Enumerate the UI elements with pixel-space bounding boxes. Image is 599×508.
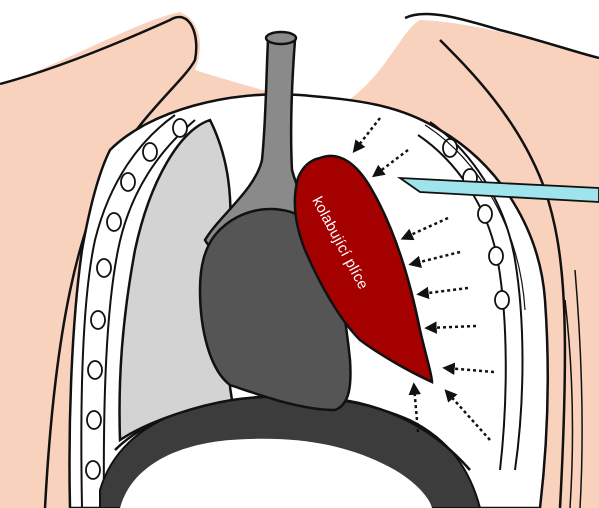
rib-oval [489,247,503,265]
rib-oval [478,205,492,223]
rib-oval [87,411,101,429]
rib-oval [97,259,111,277]
rib-oval [91,311,105,329]
rib-oval [143,143,157,161]
rib-oval [86,461,100,479]
rib-oval [173,119,187,137]
trachea-opening [266,32,296,44]
rib-oval [495,291,509,309]
rib-oval [121,173,135,191]
rib-oval [107,213,121,231]
rib-oval [88,361,102,379]
